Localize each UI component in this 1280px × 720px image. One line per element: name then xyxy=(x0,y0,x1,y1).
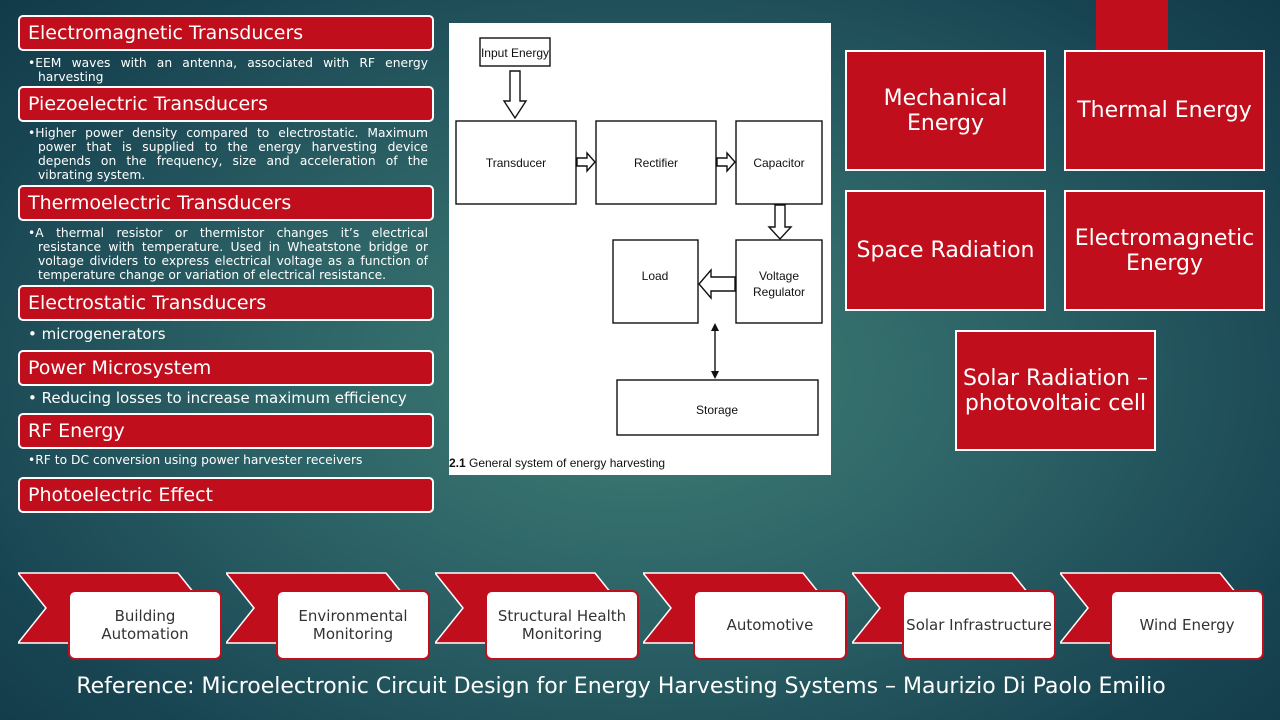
automotive-card: Automotive xyxy=(693,590,847,660)
piezoelectric-transducers-desc: •Higher power density compared to electr… xyxy=(28,126,428,182)
capacitor-label: Capacitor xyxy=(753,156,804,170)
arrow-capacitor-regulator xyxy=(767,204,793,241)
electromagnetic-transducers-desc: •EEM waves with an antenna, associated w… xyxy=(28,56,428,84)
arrow-input-down xyxy=(502,70,528,120)
capacitor-block xyxy=(735,120,823,205)
power-microsystem-desc: • Reducing losses to increase maximum ef… xyxy=(28,389,407,407)
photoelectric-effect-header: Photoelectric Effect xyxy=(18,477,434,513)
mechanical-energy-box: Mechanical Energy xyxy=(845,50,1046,171)
solar-radiation-box: Solar Radiation – photovoltaic cell xyxy=(955,330,1156,451)
solar-infrastructure-card: Solar Infrastructure xyxy=(902,590,1056,660)
input-energy-block xyxy=(479,37,551,67)
voltage-regulator-label-1: Voltage xyxy=(759,269,799,283)
decorative-tab xyxy=(1096,0,1168,50)
storage-label: Storage xyxy=(696,403,738,417)
voltage-regulator-block xyxy=(735,239,823,324)
load-label: Load xyxy=(642,269,669,283)
rectifier-block xyxy=(595,120,717,205)
building-automation-card: Building Automation xyxy=(68,590,222,660)
thermoelectric-transducers-header: Thermoelectric Transducers xyxy=(18,185,434,221)
arrow-transducer-rectifier xyxy=(576,151,596,173)
energy-harvesting-diagram: Input Energy Transducer Rectifier Capaci… xyxy=(449,23,831,475)
rf-energy-desc: •RF to DC conversion using power harvest… xyxy=(28,453,363,467)
arrow-rectifier-capacitor xyxy=(716,151,736,173)
power-microsystem-header: Power Microsystem xyxy=(18,350,434,386)
rf-energy-header: RF Energy xyxy=(18,413,434,449)
electrostatic-transducers-desc: • microgenerators xyxy=(28,325,166,343)
reference-footer: Reference: Microelectronic Circuit Desig… xyxy=(76,674,1166,699)
input-energy-label: Input Energy xyxy=(481,46,549,60)
storage-block xyxy=(616,379,819,436)
piezoelectric-transducers-header: Piezoelectric Transducers xyxy=(18,86,434,122)
thermal-energy-box: Thermal Energy xyxy=(1064,50,1265,171)
structural-health-monitoring-card: Structural Health Monitoring xyxy=(485,590,639,660)
thermoelectric-transducers-desc: •A thermal resistor or thermistor change… xyxy=(28,226,428,282)
electromagnetic-energy-box: Electromagnetic Energy xyxy=(1064,190,1265,311)
transducer-block xyxy=(455,120,577,205)
electromagnetic-transducers-header: Electromagnetic Transducers xyxy=(18,15,434,51)
rectifier-label: Rectifier xyxy=(634,156,678,170)
wind-energy-card: Wind Energy xyxy=(1110,590,1264,660)
transducer-label: Transducer xyxy=(486,156,546,170)
caption-number: 2.1 xyxy=(449,456,466,470)
load-block xyxy=(612,239,699,324)
space-radiation-box: Space Radiation xyxy=(845,190,1046,311)
caption-text: General system of energy harvesting xyxy=(469,456,665,470)
environmental-monitoring-card: Environmental Monitoring xyxy=(276,590,430,660)
electrostatic-transducers-header: Electrostatic Transducers xyxy=(18,285,434,321)
voltage-regulator-label-2: Regulator xyxy=(753,285,805,299)
arrow-regulator-load xyxy=(698,268,736,300)
